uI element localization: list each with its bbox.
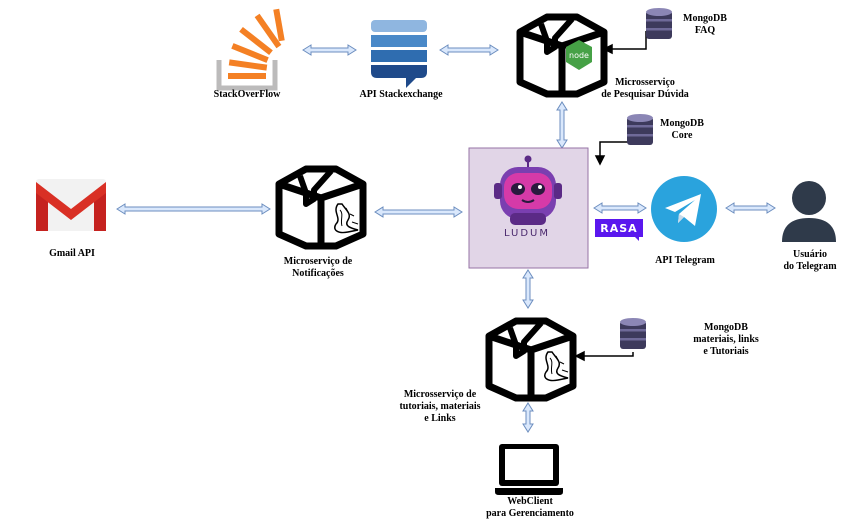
stackexchange-icon bbox=[371, 20, 427, 88]
label-webclient-l2: para Gerenciamento bbox=[486, 508, 574, 519]
label-usuario-l1: Usuário bbox=[793, 249, 827, 260]
gmail-icon bbox=[36, 179, 106, 231]
database-connectors bbox=[574, 31, 647, 362]
box-icon-tutoriais bbox=[489, 321, 573, 398]
svg-text:RASA: RASA bbox=[600, 222, 637, 235]
connector-mongodb-materiais bbox=[580, 352, 634, 357]
telegram-icon bbox=[651, 176, 717, 242]
database-icon-core bbox=[627, 114, 653, 145]
label-mongodb-materiais-l2: materiais, links bbox=[693, 334, 759, 345]
box-icon-notificacoes bbox=[279, 169, 363, 246]
label-api-stackexchange: API Stackexchange bbox=[359, 89, 443, 100]
stackoverflow-icon bbox=[216, 8, 285, 91]
connector-mongodb-core bbox=[599, 141, 628, 160]
arrow-telegram-usuario bbox=[725, 202, 776, 214]
label-ms-notificacoes: Microserviço de Notificações bbox=[268, 256, 368, 280]
label-ms-pesquisar-l1: Microsserviço bbox=[615, 77, 675, 88]
label-ms-tutoriais: Microsserviço de tutoriais, materiais e … bbox=[388, 389, 492, 425]
label-mongodb-core-l2: Core bbox=[671, 130, 693, 141]
label-mongodb-faq-l1: MongoDB bbox=[683, 13, 727, 24]
connector-mongodb-materiais-head bbox=[574, 350, 585, 362]
database-icon-faq bbox=[646, 8, 672, 39]
arrow-stackexchange-pesquisar bbox=[439, 44, 499, 56]
svg-text:node: node bbox=[569, 51, 589, 60]
label-ms-pesquisar: Microsserviço de Pesquisar Dúvida bbox=[590, 77, 700, 101]
arrow-ludum-telegram bbox=[593, 202, 647, 214]
robot-icon bbox=[494, 155, 562, 225]
user-icon bbox=[782, 181, 836, 242]
label-ms-notificacoes-l1: Microserviço de bbox=[283, 256, 353, 267]
label-ludum: LUDUM bbox=[503, 228, 551, 239]
nodejs-icon: node bbox=[566, 40, 592, 70]
label-ms-pesquisar-l2: de Pesquisar Dúvida bbox=[601, 89, 689, 100]
rasa-logo: RASA bbox=[595, 219, 643, 241]
connection-arrows bbox=[116, 44, 776, 433]
label-mongodb-materiais: MongoDB materiais, links e Tutoriais bbox=[684, 322, 768, 358]
label-mongodb-faq-l2: FAQ bbox=[694, 25, 716, 36]
arrow-stackoverflow-stackexchange bbox=[302, 44, 357, 56]
database-icon-materiais bbox=[620, 318, 646, 349]
label-mongodb-core: MongoDB Core bbox=[657, 118, 707, 142]
label-usuario-l2: do Telegram bbox=[783, 261, 837, 272]
label-webclient-l1: WebClient bbox=[507, 496, 553, 507]
connector-mongodb-faq bbox=[608, 31, 647, 50]
arrow-pesquisar-ludum bbox=[556, 101, 568, 149]
label-mongodb-faq: MongoDB FAQ bbox=[680, 13, 730, 37]
label-gmail-api: Gmail API bbox=[49, 248, 95, 259]
label-webclient: WebClient para Gerenciamento bbox=[476, 496, 584, 520]
arrow-ludum-tutoriais bbox=[522, 269, 534, 309]
label-ms-tutoriais-l1: Microsserviço de bbox=[403, 389, 477, 400]
arrow-notificacoes-ludum bbox=[374, 206, 463, 218]
connector-mongodb-core-head bbox=[594, 155, 606, 166]
arrow-tutoriais-webclient bbox=[522, 402, 534, 433]
laptop-icon bbox=[495, 444, 563, 495]
label-ms-tutoriais-l3: e Links bbox=[424, 413, 456, 424]
label-ms-tutoriais-l2: tutoriais, materiais bbox=[399, 401, 481, 412]
label-ms-notificacoes-l2: Notificações bbox=[292, 268, 344, 279]
arrow-gmail-notificacoes bbox=[116, 203, 271, 215]
label-api-telegram: API Telegram bbox=[655, 255, 715, 266]
label-stackoverflow: StackOverFlow bbox=[213, 89, 281, 100]
connector-mongodb-faq-head bbox=[602, 43, 613, 55]
label-mongodb-materiais-l1: MongoDB bbox=[704, 322, 748, 333]
label-mongodb-core-l1: MongoDB bbox=[660, 118, 704, 129]
label-usuario-telegram: Usuário do Telegram bbox=[772, 249, 848, 273]
label-mongodb-materiais-l3: e Tutoriais bbox=[703, 346, 749, 357]
